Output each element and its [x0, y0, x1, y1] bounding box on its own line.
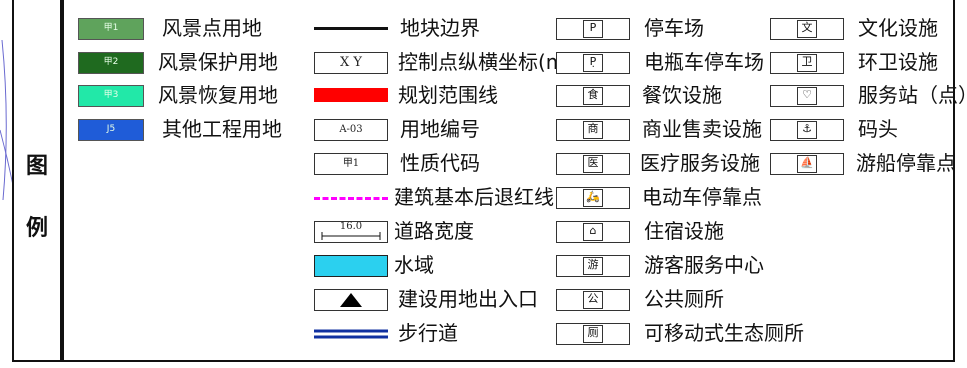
pier-symbol: ⚓: [770, 119, 844, 141]
scenic-spot-swatch: 甲1: [78, 18, 144, 40]
parcel-boundary-line: [314, 27, 388, 30]
coord-symbol: X Y: [314, 52, 388, 74]
legend-title: 图 例: [14, 0, 60, 362]
scenic-protect-swatch: 甲2: [78, 52, 144, 74]
mobile-toilet-label: 可移动式生态厕所: [644, 321, 804, 345]
legend-title-char-1: 图: [25, 154, 48, 179]
public-toilet-icon: 公: [583, 291, 603, 309]
parcel-boundary-label: 地块边界: [400, 16, 480, 40]
sanitation-label: 环卫设施: [858, 50, 938, 74]
legend-frame: [12, 0, 955, 362]
dining-symbol: 食: [556, 85, 630, 107]
water-label: 水域: [394, 253, 434, 277]
parking-label: 停车场: [644, 16, 704, 40]
planning-boundary-label: 规划范围线: [398, 83, 498, 107]
cart-parking-label: 电瓶车停车场: [644, 50, 764, 74]
boat-stop-symbol: ⛵: [770, 153, 844, 175]
parcel-code-sample: A-03: [314, 119, 388, 141]
nature-code-sample: 甲1: [314, 153, 388, 175]
water-swatch: [314, 255, 388, 277]
visitor-center-icon: 游: [583, 257, 603, 275]
retail-label: 商业售卖设施: [642, 117, 762, 141]
dining-label: 餐饮设施: [642, 83, 722, 107]
entrance-triangle-icon: [314, 289, 388, 311]
mobile-toilet-symbol: 厕: [556, 323, 630, 345]
parking-symbol: P: [556, 18, 630, 40]
medical-label: 医疗服务设施: [640, 151, 760, 175]
sanitation-icon: 卫: [797, 54, 817, 72]
entrance-label: 建设用地出入口: [398, 287, 538, 311]
visitor-center-symbol: 游: [556, 255, 630, 277]
walkway-label: 步行道: [398, 321, 458, 345]
other-eng-swatch: J5: [78, 119, 144, 141]
other-eng-label: 其他工程用地: [162, 117, 282, 141]
boat-icon: ⛵: [797, 155, 817, 173]
coord-label: 控制点纵横坐标(m): [398, 50, 574, 74]
mobile-toilet-icon: 厕: [583, 325, 603, 343]
ev-stop-label: 电动车停靠点: [642, 185, 762, 209]
road-width-symbol: [314, 221, 388, 243]
scenic-protect-label: 风景保护用地: [158, 50, 278, 74]
cart-parking-symbol: P̣: [556, 52, 630, 74]
scenic-restore-label: 风景恢复用地: [158, 83, 278, 107]
road-width-label: 道路宽度: [394, 219, 474, 243]
title-divider: [60, 0, 64, 362]
pier-label: 码头: [858, 117, 898, 141]
service-station-icon: ♡: [797, 87, 817, 105]
lodging-symbol: ⌂: [556, 221, 630, 243]
scooter-icon: 🛵: [583, 189, 603, 207]
service-station-symbol: ♡: [770, 85, 844, 107]
culture-symbol: 文: [770, 18, 844, 40]
dining-icon: 食: [583, 87, 603, 105]
cart-parking-icon: P̣: [583, 54, 603, 72]
setback-line: [314, 197, 388, 200]
sanitation-symbol: 卫: [770, 52, 844, 74]
parcel-code-label: 用地编号: [400, 117, 480, 141]
walkway-line: [314, 329, 388, 339]
boat-stop-label: 游船停靠点: [856, 151, 956, 175]
nature-code-label: 性质代码: [400, 151, 480, 175]
scenic-spot-label: 风景点用地: [162, 16, 262, 40]
retail-icon: 商: [583, 121, 603, 139]
service-station-label: 服务站（点）: [858, 83, 967, 107]
visitor-center-label: 游客服务中心: [644, 253, 764, 277]
retail-symbol: 商: [556, 119, 630, 141]
scenic-restore-swatch: 甲3: [78, 85, 144, 107]
legend-title-char-2: 例: [25, 216, 48, 241]
anchor-icon: ⚓: [797, 121, 817, 139]
public-toilet-symbol: 公: [556, 289, 630, 311]
medical-symbol: 医: [556, 153, 630, 175]
public-toilet-label: 公共厕所: [644, 287, 724, 311]
house-icon: ⌂: [583, 223, 603, 241]
parking-icon: P: [583, 20, 603, 38]
medical-icon: 医: [583, 155, 603, 173]
culture-icon: 文: [797, 20, 817, 38]
lodging-label: 住宿设施: [644, 219, 724, 243]
ev-stop-symbol: 🛵: [556, 187, 630, 209]
planning-boundary-swatch: [314, 88, 388, 102]
culture-label: 文化设施: [858, 16, 938, 40]
road-width-sample: 16.0: [339, 221, 363, 232]
setback-label: 建筑基本后退红线: [394, 185, 554, 209]
